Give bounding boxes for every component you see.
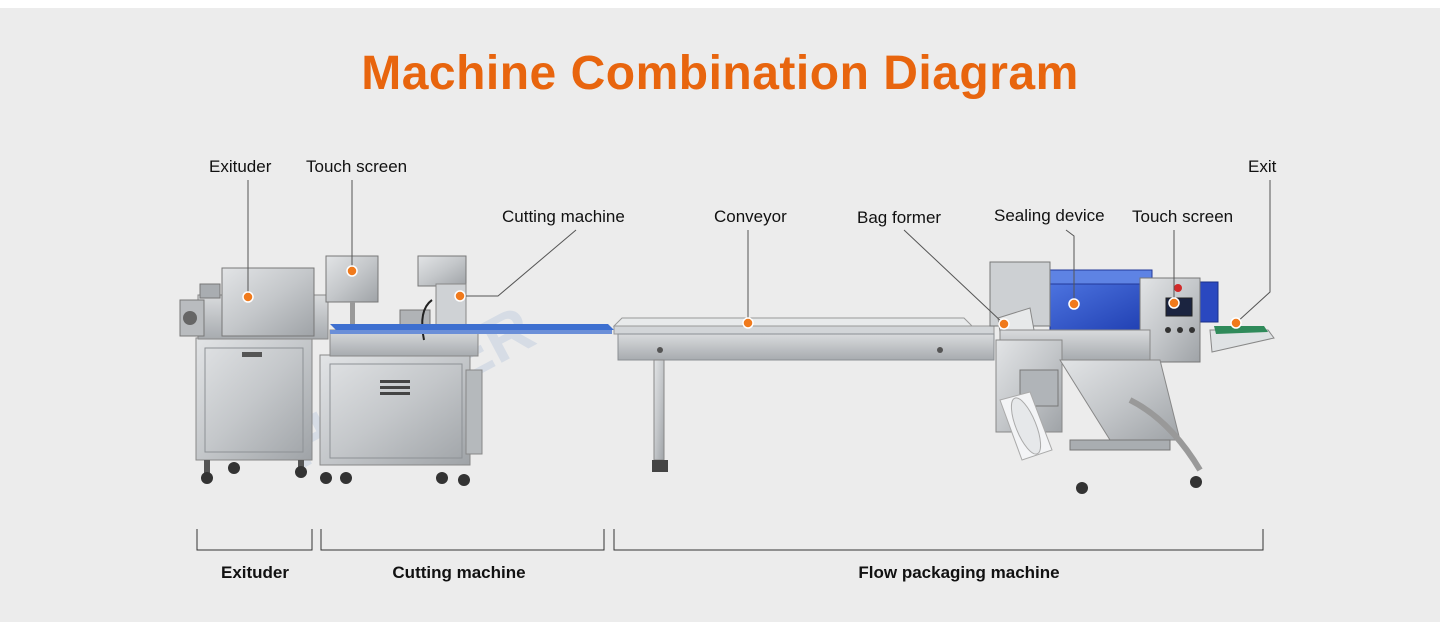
section-label-exituder: Exituder	[220, 563, 290, 582]
callout-exituder: Exituder	[209, 157, 272, 176]
section-label-flow-packaging-machine: Flow packaging machine	[858, 563, 1060, 582]
bracket-cutting-machine	[320, 529, 605, 551]
section-brackets	[196, 529, 1264, 551]
leader-lines	[247, 180, 1271, 325]
bracket-exituder	[196, 529, 313, 551]
section-label-cutting-machine: Cutting machine	[392, 563, 526, 582]
marker-bag-former	[998, 318, 1010, 330]
callout-touch-screen-2: Touch screen	[1132, 207, 1234, 226]
callout-bag-former: Bag former	[857, 208, 942, 227]
flow-packaging-machine	[989, 261, 1275, 494]
marker-exit	[1230, 317, 1242, 329]
marker-touch-screen-1	[346, 265, 358, 277]
marker-touch-screen-2	[1168, 297, 1180, 309]
callout-touch-screen-1: Touch screen	[306, 157, 408, 176]
marker-cutting-machine	[454, 290, 466, 302]
exituder-machine	[179, 267, 329, 484]
page-title: Machine Combination Diagram	[361, 47, 1079, 100]
marker-sealing-device	[1068, 298, 1080, 310]
callout-cutting-machine: Cutting machine	[502, 207, 625, 226]
callout-conveyor: Conveyor	[714, 207, 787, 226]
bracket-flow-packaging	[613, 529, 1264, 551]
marker-exituder	[242, 291, 254, 303]
cutting-machine	[319, 255, 614, 486]
callout-sealing-device: Sealing device	[994, 206, 1105, 225]
callout-exit: Exit	[1248, 157, 1277, 176]
conveyor-machine	[612, 317, 995, 472]
marker-conveyor	[742, 317, 754, 329]
